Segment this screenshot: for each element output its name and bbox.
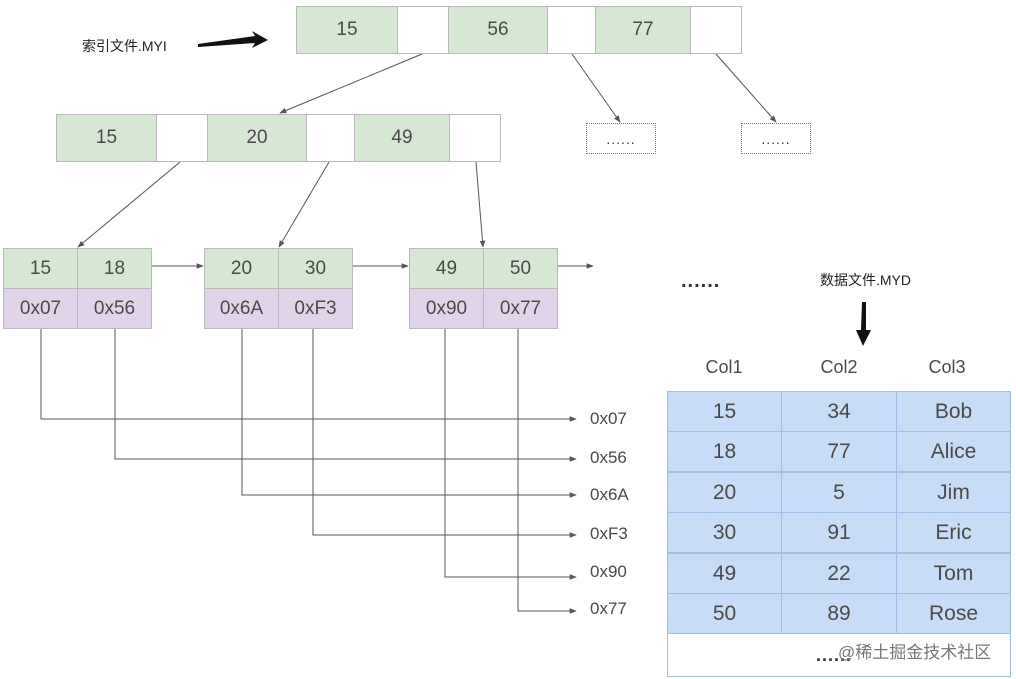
leaf-key: 15 — [3, 248, 78, 289]
column-header: Col2 — [820, 357, 858, 377]
watermark: @稀土掘金技术社区 — [838, 643, 992, 662]
address-label: 0x56 — [590, 448, 627, 467]
leaf-key: 18 — [77, 248, 152, 289]
address-label: 0x77 — [590, 599, 627, 618]
root-key: 77 — [595, 6, 691, 54]
table-cell: Tom — [896, 553, 1011, 594]
table-cell: 5 — [781, 472, 897, 513]
root-pointer — [397, 6, 449, 54]
level2-key: 15 — [56, 114, 157, 162]
leaf-ellipsis: ...... — [681, 270, 721, 292]
leaf-address: 0xF3 — [278, 288, 353, 329]
table-cell: 18 — [667, 431, 782, 472]
leaf-address: 0x90 — [409, 288, 484, 329]
table-footer-row — [667, 633, 1011, 677]
address-label: 0x90 — [590, 562, 627, 581]
table-cell: 34 — [781, 391, 897, 432]
leaf-key: 30 — [278, 248, 353, 289]
table-cell: 22 — [781, 553, 897, 594]
table-cell: Alice — [896, 431, 1011, 472]
table-cell: 30 — [667, 512, 782, 553]
table-cell: 20 — [667, 472, 782, 513]
data-file-label: 数据文件.MYD — [820, 272, 911, 288]
table-cell: 89 — [781, 593, 897, 634]
index-file-arrow — [198, 31, 268, 48]
root-pointer — [547, 6, 596, 54]
table-cell: Eric — [896, 512, 1011, 553]
root-key: 15 — [296, 6, 398, 54]
data-file-arrow — [856, 302, 871, 346]
root-pointer — [690, 6, 742, 54]
table-footer-ellipsis: ...... — [816, 645, 853, 665]
leaf-address: 0x6A — [204, 288, 279, 329]
level2-pointer — [156, 114, 208, 162]
table-cell: 91 — [781, 512, 897, 553]
index-file-label: 索引文件.MYI — [82, 38, 167, 54]
table-cell: Rose — [896, 593, 1011, 634]
level2-key: 20 — [207, 114, 307, 162]
leaf-key: 20 — [204, 248, 279, 289]
table-cell: Jim — [896, 472, 1011, 513]
leaf-address: 0x07 — [3, 288, 78, 329]
level2-pointer — [306, 114, 355, 162]
placeholder-node: ...... — [741, 123, 811, 154]
level2-pointer — [449, 114, 501, 162]
leaf-key: 50 — [483, 248, 558, 289]
address-label: 0xF3 — [590, 524, 628, 543]
table-cell: 77 — [781, 431, 897, 472]
leaf-address: 0x77 — [483, 288, 558, 329]
table-cell: 49 — [667, 553, 782, 594]
leaf-key: 49 — [409, 248, 484, 289]
placeholder-node: ...... — [586, 123, 656, 154]
leaf-address: 0x56 — [77, 288, 152, 329]
table-cell: Bob — [896, 391, 1011, 432]
table-cell: 15 — [667, 391, 782, 432]
table-cell: 50 — [667, 593, 782, 634]
root-key: 56 — [448, 6, 548, 54]
address-label: 0x07 — [590, 409, 627, 428]
column-header: Col3 — [928, 357, 966, 377]
address-label: 0x6A — [590, 485, 629, 504]
level2-key: 49 — [354, 114, 450, 162]
column-header: Col1 — [705, 357, 743, 377]
